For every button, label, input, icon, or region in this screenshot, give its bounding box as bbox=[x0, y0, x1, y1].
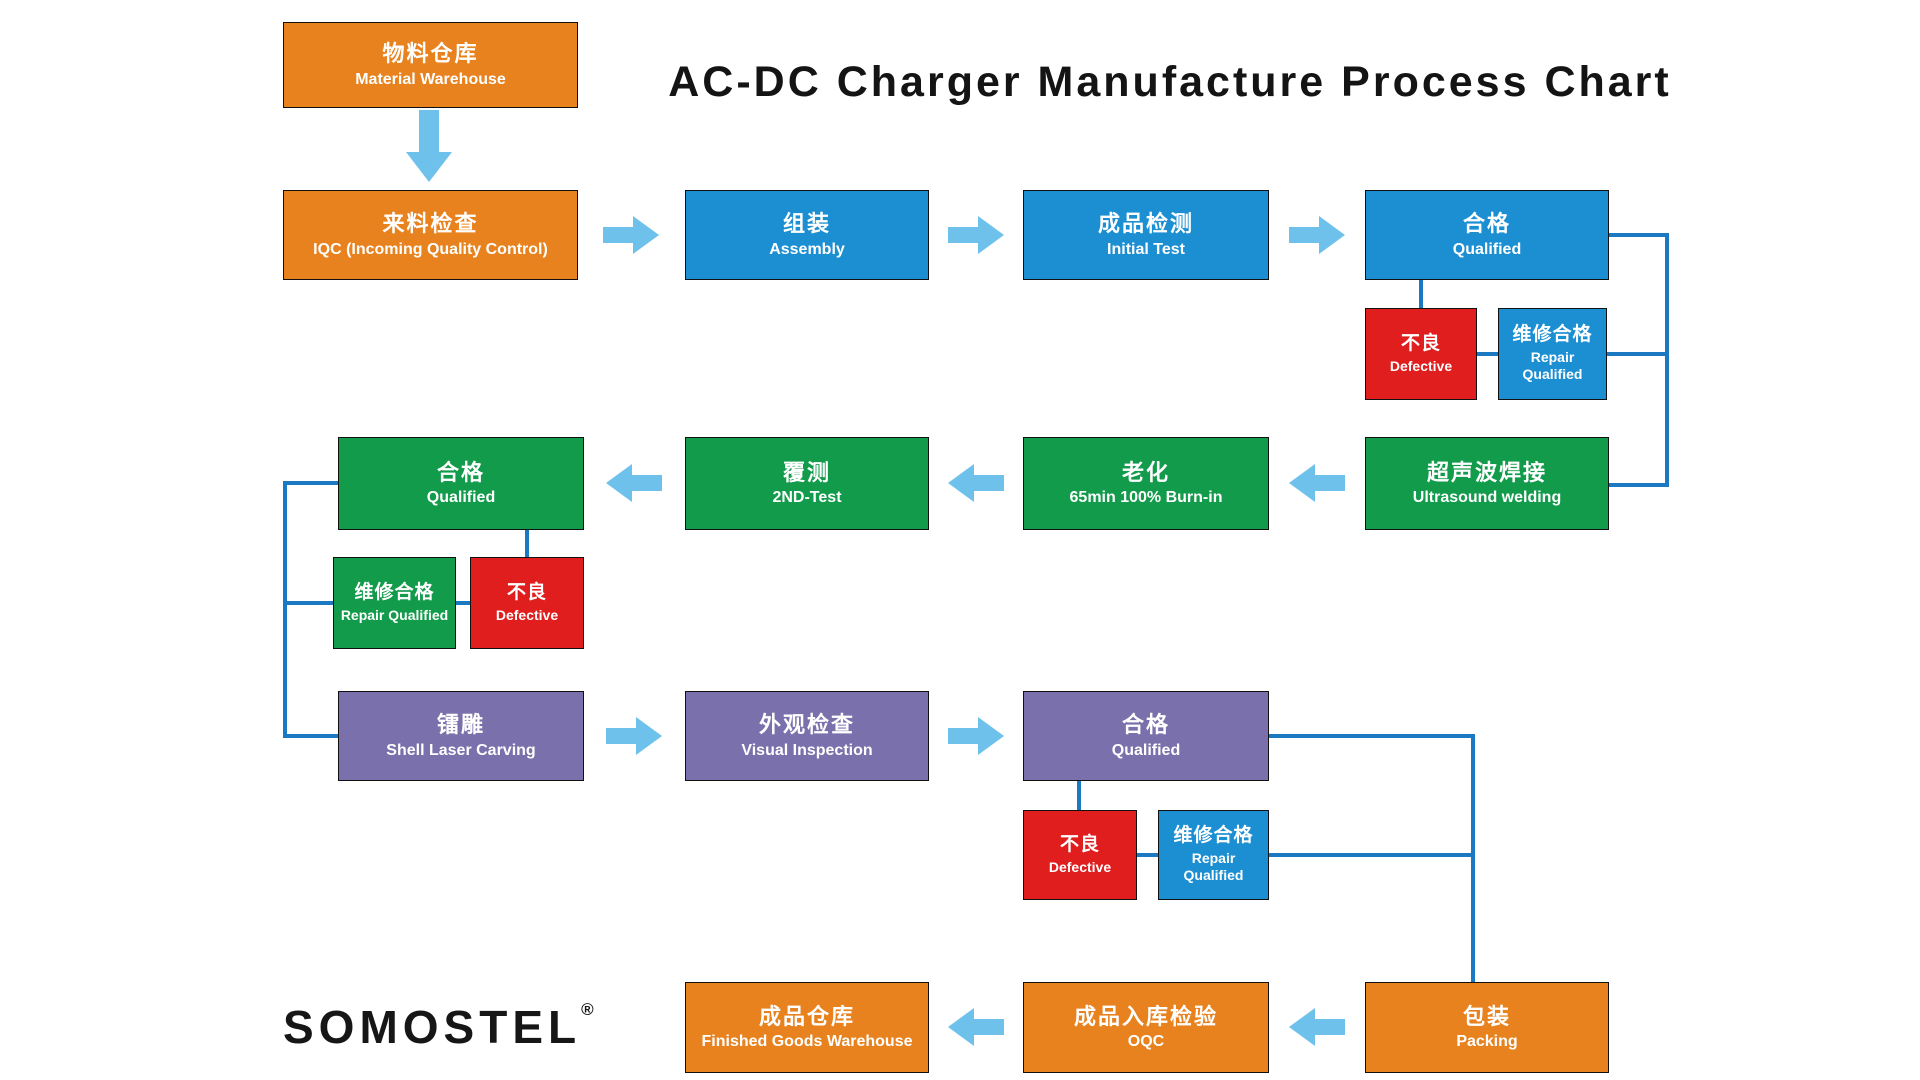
flow-arrow-left-icon bbox=[1289, 464, 1345, 502]
node-qualified-visual: 合格 Qualified bbox=[1023, 691, 1269, 781]
node-label-en: Defective bbox=[1048, 858, 1112, 875]
connector-line bbox=[285, 481, 340, 485]
node-packing: 包装 Packing bbox=[1365, 982, 1609, 1073]
node-visual-inspection: 外观检查 Visual Inspection bbox=[685, 691, 929, 781]
node-label-zh: 成品检测 bbox=[1097, 211, 1194, 237]
flow-arrow-right-icon bbox=[1289, 216, 1345, 254]
connector-line bbox=[1605, 233, 1669, 237]
node-label-zh: 维修合格 bbox=[1173, 825, 1254, 847]
connector-line bbox=[285, 601, 337, 605]
node-label-zh: 维修合格 bbox=[1512, 324, 1593, 346]
node-label-en: Finished Goods Warehouse bbox=[701, 1033, 913, 1051]
connector-line bbox=[1475, 352, 1502, 356]
node-shell-laser-carving: 镭雕 Shell Laser Carving bbox=[338, 691, 584, 781]
node-label-zh: 不良 bbox=[1059, 833, 1100, 855]
somostel-logo: SOMOSTEL® bbox=[283, 1000, 594, 1054]
node-label-en: IQC (Incoming Quality Control) bbox=[313, 240, 548, 258]
connector-line bbox=[1665, 233, 1669, 487]
node-label-zh: 维修合格 bbox=[354, 581, 435, 603]
node-label-en: Packing bbox=[1456, 1033, 1518, 1051]
node-label-zh: 镭雕 bbox=[436, 712, 485, 738]
node-label-zh: 物料仓库 bbox=[382, 41, 479, 67]
node-label-zh: 组装 bbox=[782, 211, 831, 237]
node-iqc: 来料检查 IQC (Incoming Quality Control) bbox=[283, 190, 578, 280]
connector-line bbox=[1609, 483, 1669, 487]
node-label-en: Qualified bbox=[426, 489, 496, 507]
node-defective-burn-in: 不良 Defective bbox=[470, 557, 584, 649]
node-label-zh: 合格 bbox=[1462, 211, 1511, 237]
node-label-zh: 外观检查 bbox=[758, 712, 855, 738]
node-defective-visual: 不良 Defective bbox=[1023, 810, 1137, 900]
node-label-en: 65min 100% Burn-in bbox=[1069, 489, 1223, 507]
flow-arrow-right-icon bbox=[948, 717, 1004, 755]
node-material-warehouse: 物料仓库 Material Warehouse bbox=[283, 22, 578, 108]
connector-line bbox=[1267, 853, 1473, 857]
flow-arrow-left-icon bbox=[948, 1008, 1004, 1046]
node-repair-qualified-initial: 维修合格 Repair Qualified bbox=[1498, 308, 1607, 400]
flow-arrow-left-icon bbox=[1289, 1008, 1345, 1046]
node-label-en: Qualified bbox=[1452, 240, 1522, 258]
node-label-en: Repair Qualified bbox=[340, 606, 449, 623]
node-burn-in: 老化 65min 100% Burn-in bbox=[1023, 437, 1269, 530]
node-label-zh: 覆测 bbox=[782, 459, 831, 485]
flow-arrow-left-icon bbox=[606, 464, 662, 502]
node-repair-qualified-burn-in: 维修合格 Repair Qualified bbox=[333, 557, 456, 649]
node-label-en: Repair Qualified bbox=[1183, 849, 1244, 884]
node-label-en: Defective bbox=[1389, 357, 1453, 374]
node-label-en: OQC bbox=[1127, 1033, 1165, 1051]
node-label-zh: 不良 bbox=[1400, 332, 1441, 354]
connector-line bbox=[1419, 276, 1423, 312]
flow-arrow-right-icon bbox=[606, 717, 662, 755]
connector-line bbox=[285, 734, 340, 738]
node-label-en: Ultrasound welding bbox=[1412, 489, 1562, 507]
flow-arrow-down-icon bbox=[406, 110, 452, 182]
node-label-en: Assembly bbox=[769, 240, 845, 258]
flow-arrow-left-icon bbox=[948, 464, 1004, 502]
connector-line bbox=[1605, 352, 1669, 356]
flow-arrow-right-icon bbox=[948, 216, 1004, 254]
page-title: AC-DC Charger Manufacture Process Chart bbox=[668, 58, 1672, 106]
node-label-en: Material Warehouse bbox=[355, 70, 506, 88]
node-label-en: Visual Inspection bbox=[741, 741, 873, 759]
node-second-test: 覆测 2ND-Test bbox=[685, 437, 929, 530]
node-initial-test: 成品检测 Initial Test bbox=[1023, 190, 1269, 280]
node-label-en: Shell Laser Carving bbox=[386, 741, 536, 759]
connector-line bbox=[1471, 734, 1475, 984]
node-qualified-burn-in: 合格 Qualified bbox=[338, 437, 584, 530]
somostel-logo-text: SOMOSTEL bbox=[283, 1001, 582, 1053]
node-label-en: 2ND-Test bbox=[772, 489, 842, 507]
connector-line bbox=[525, 528, 529, 561]
connector-line bbox=[1077, 779, 1081, 814]
connector-line bbox=[283, 481, 287, 738]
node-label-en: Defective bbox=[495, 606, 559, 623]
node-label-zh: 合格 bbox=[1121, 712, 1170, 738]
node-label-en: Initial Test bbox=[1107, 240, 1185, 258]
node-defective-initial: 不良 Defective bbox=[1365, 308, 1477, 400]
connector-line bbox=[1135, 853, 1161, 857]
node-label-zh: 成品入库检验 bbox=[1073, 1003, 1218, 1029]
node-repair-qualified-visual: 维修合格 Repair Qualified bbox=[1158, 810, 1269, 900]
node-label-zh: 成品仓库 bbox=[758, 1003, 855, 1029]
node-oqc: 成品入库检验 OQC bbox=[1023, 982, 1269, 1073]
node-label-zh: 来料检查 bbox=[382, 211, 479, 237]
node-label-en: Qualified bbox=[1111, 741, 1181, 759]
connector-line bbox=[1267, 734, 1475, 738]
node-label-zh: 合格 bbox=[436, 459, 485, 485]
node-assembly: 组装 Assembly bbox=[685, 190, 929, 280]
node-label-zh: 包装 bbox=[1462, 1003, 1511, 1029]
flow-arrow-right-icon bbox=[603, 216, 659, 254]
node-finished-goods-warehouse: 成品仓库 Finished Goods Warehouse bbox=[685, 982, 929, 1073]
node-label-zh: 不良 bbox=[506, 581, 547, 603]
registered-trademark-icon: ® bbox=[581, 1000, 594, 1019]
node-label-zh: 超声波焊接 bbox=[1426, 459, 1547, 485]
connector-line bbox=[454, 601, 474, 605]
node-label-en: Repair Qualified bbox=[1522, 348, 1583, 383]
node-ultrasound-welding: 超声波焊接 Ultrasound welding bbox=[1365, 437, 1609, 530]
node-qualified-initial: 合格 Qualified bbox=[1365, 190, 1609, 280]
node-label-zh: 老化 bbox=[1121, 459, 1170, 485]
